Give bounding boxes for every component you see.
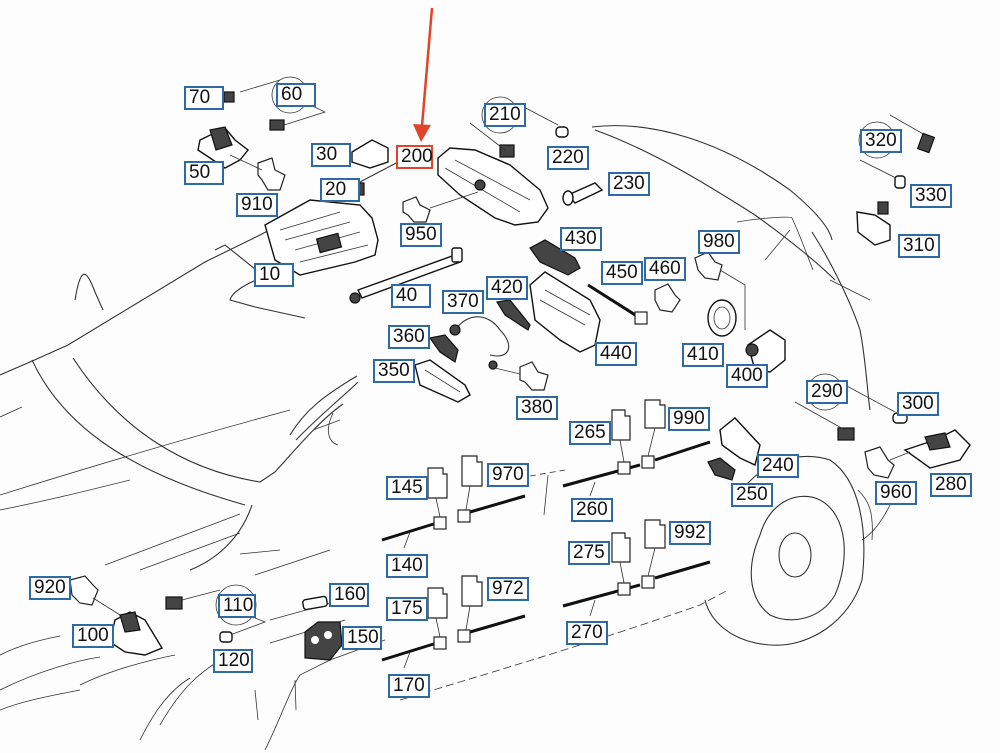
callout-110[interactable]: 110 (218, 594, 256, 618)
part-170-cable (381, 575, 526, 669)
callout-370[interactable]: 370 (442, 290, 484, 314)
callout-50[interactable]: 50 (184, 161, 224, 185)
part-110-bulb-holder (165, 584, 267, 636)
part-450-wire (587, 283, 648, 325)
part-380-connector (494, 361, 549, 391)
callout-70[interactable]: 70 (184, 86, 224, 110)
part-330-bulb (894, 175, 906, 189)
callout-210[interactable]: 210 (484, 103, 526, 127)
part-440-housing (529, 271, 601, 353)
part-30-bracket (351, 139, 389, 169)
callout-40[interactable]: 40 (391, 284, 431, 308)
callout-460[interactable]: 460 (644, 257, 686, 281)
part-980-connector (694, 251, 746, 330)
callout-980[interactable]: 980 (698, 230, 740, 254)
callout-430[interactable]: 430 (560, 227, 602, 251)
callout-920[interactable]: 920 (29, 576, 71, 600)
part-910-connector (229, 154, 286, 191)
part-250-lamp (707, 457, 736, 481)
callout-310[interactable]: 310 (898, 234, 940, 258)
callout-265[interactable]: 265 (569, 421, 611, 445)
part-280-lamp (903, 429, 971, 469)
part-370-cable (449, 316, 510, 370)
part-160-bulb (302, 595, 328, 611)
part-210-bulb-holder (469, 96, 559, 158)
callout-972[interactable]: 972 (487, 577, 529, 601)
part-950-connector (402, 191, 479, 223)
callout-275[interactable]: 275 (568, 541, 610, 565)
callout-450[interactable]: 450 (601, 261, 643, 285)
part-920-connector (69, 575, 121, 616)
callout-992[interactable]: 992 (669, 521, 711, 545)
callout-160[interactable]: 160 (329, 583, 369, 607)
callout-20[interactable]: 20 (320, 178, 360, 202)
callout-140[interactable]: 140 (386, 554, 428, 578)
part-360-lamp (428, 334, 459, 363)
part-140-cable (381, 455, 526, 549)
part-150-lamp (304, 621, 343, 661)
callout-330[interactable]: 330 (910, 184, 952, 208)
part-350-lamp (414, 359, 471, 403)
part-460-connector (654, 283, 681, 313)
part-200-interior-light (437, 147, 549, 226)
callout-960[interactable]: 960 (875, 481, 917, 505)
callout-280[interactable]: 280 (930, 473, 972, 497)
part-310-lamp (856, 201, 891, 246)
callout-350[interactable]: 350 (373, 359, 415, 383)
callout-440[interactable]: 440 (595, 342, 637, 366)
callout-300[interactable]: 300 (897, 392, 939, 416)
callout-150[interactable]: 150 (342, 626, 382, 650)
part-120-bulb (219, 631, 233, 643)
part-400-socket (745, 329, 786, 373)
callout-10[interactable]: 10 (254, 263, 294, 287)
part-240-bracket (719, 417, 761, 466)
callout-290[interactable]: 290 (806, 380, 848, 404)
callout-30[interactable]: 30 (311, 143, 351, 167)
callout-260[interactable]: 260 (571, 498, 613, 522)
callout-950[interactable]: 950 (400, 223, 442, 247)
part-420-switch (496, 299, 531, 331)
part-960-connector (864, 446, 911, 479)
part-410-ring (707, 299, 737, 337)
part-260-cable (562, 399, 711, 497)
callout-230[interactable]: 230 (608, 172, 650, 196)
callout-380[interactable]: 380 (516, 396, 558, 420)
callout-250[interactable]: 250 (731, 483, 773, 507)
callout-145[interactable]: 145 (386, 476, 428, 500)
callout-120[interactable]: 120 (213, 649, 253, 673)
part-70-bulb (223, 91, 235, 103)
part-100-lamp (109, 611, 164, 656)
car-outline (0, 125, 891, 751)
callout-400[interactable]: 400 (726, 364, 768, 388)
part-270-cable (562, 519, 711, 617)
part-40-lamp-rod (349, 247, 463, 304)
callout-320[interactable]: 320 (860, 129, 902, 153)
callout-220[interactable]: 220 (547, 146, 589, 170)
part-220-bulb (555, 126, 569, 138)
callout-100[interactable]: 100 (72, 624, 114, 648)
callout-910[interactable]: 910 (236, 193, 278, 217)
callout-170[interactable]: 170 (388, 674, 430, 698)
callout-60[interactable]: 60 (276, 83, 316, 107)
callout-175[interactable]: 175 (386, 597, 428, 621)
callout-970[interactable]: 970 (487, 463, 529, 487)
callout-360[interactable]: 360 (388, 325, 430, 349)
highlight-arrow (413, 7, 434, 142)
part-230-festoon-bulb (562, 182, 604, 206)
callout-410[interactable]: 410 (682, 343, 724, 367)
callout-420[interactable]: 420 (486, 276, 528, 300)
callout-200-highlighted[interactable]: 200 (396, 145, 433, 169)
part-430-lens (529, 239, 581, 276)
callout-270[interactable]: 270 (566, 621, 608, 645)
callout-240[interactable]: 240 (757, 454, 799, 478)
callout-990[interactable]: 990 (668, 407, 710, 431)
part-320-bulb-holder (858, 114, 936, 181)
